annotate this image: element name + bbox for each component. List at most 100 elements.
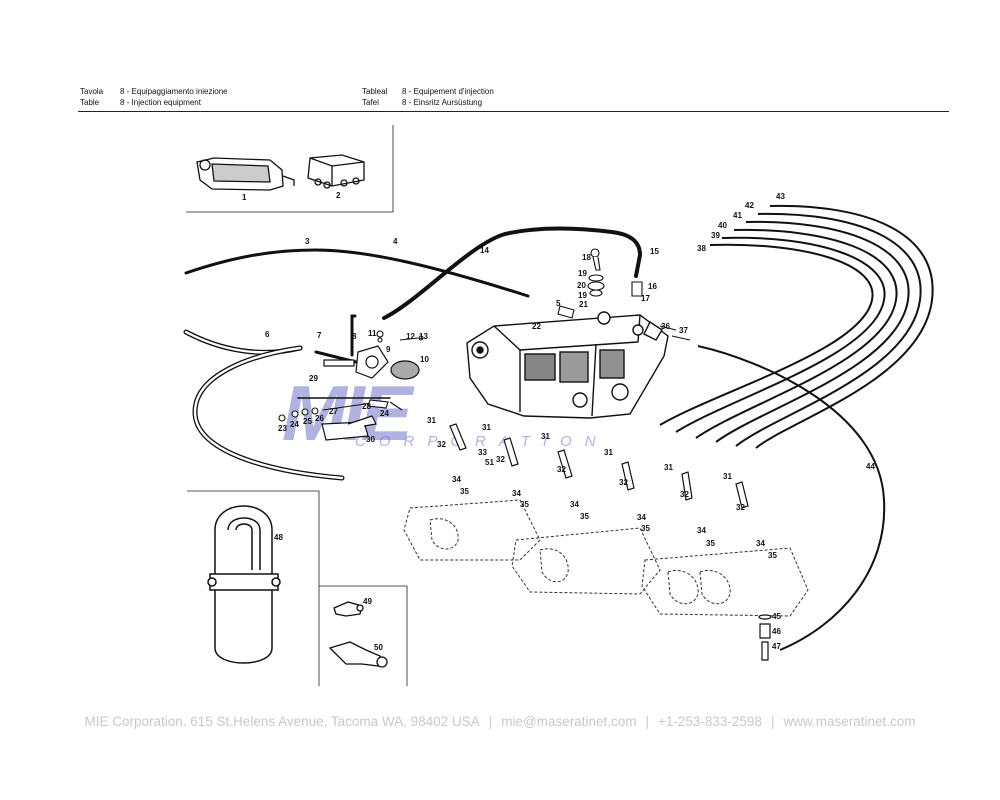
label-11: 11 bbox=[368, 329, 377, 338]
injectors bbox=[449, 423, 749, 509]
footer-company: MIE Corporation. 615 St.Helens Avenue, T… bbox=[84, 714, 480, 729]
label-34d: 34 bbox=[637, 513, 646, 522]
label-4: 4 bbox=[393, 237, 398, 246]
footer: MIE Corporation. 615 St.Helens Avenue, T… bbox=[0, 714, 1000, 729]
label-47: 47 bbox=[772, 642, 781, 651]
switch-unit bbox=[307, 154, 365, 189]
intake-manifolds bbox=[403, 499, 809, 617]
label-31e: 31 bbox=[664, 463, 673, 472]
label-39: 39 bbox=[711, 231, 720, 240]
header-row-1-left: Tavola 8 - Equipaggiamento iniezione bbox=[80, 87, 228, 97]
bracket bbox=[321, 415, 377, 441]
label-1: 1 bbox=[242, 193, 247, 202]
label-46: 46 bbox=[772, 627, 781, 636]
label-26: 26 bbox=[315, 414, 324, 423]
label-35c: 35 bbox=[580, 512, 589, 521]
label-19a: 19 bbox=[578, 269, 587, 278]
label-12: 12 bbox=[406, 332, 415, 341]
part-number-labels: 1 2 3 4 5 6 7 8 9 10 11 12 13 14 15 16 1… bbox=[242, 191, 875, 652]
label-32a: 32 bbox=[437, 440, 446, 449]
label-2: 2 bbox=[336, 191, 341, 200]
label-35b: 35 bbox=[520, 500, 529, 509]
label-34b: 34 bbox=[512, 489, 521, 498]
check-valve-parts bbox=[758, 614, 772, 661]
label-31d: 31 bbox=[604, 448, 613, 457]
label-38: 38 bbox=[697, 244, 706, 253]
label-16: 16 bbox=[648, 282, 657, 291]
label-32c: 32 bbox=[557, 465, 566, 474]
header-row-2-right: Tafel 8 - Einsritz Aursüstung bbox=[362, 98, 482, 108]
relay-unit bbox=[196, 157, 295, 191]
hoses bbox=[183, 226, 643, 481]
label-32b: 32 bbox=[496, 455, 505, 464]
label-8: 8 bbox=[352, 332, 357, 341]
header-label-table: Table bbox=[80, 98, 100, 107]
inset-frames bbox=[186, 125, 408, 686]
label-49: 49 bbox=[363, 597, 372, 606]
label-35d: 35 bbox=[641, 524, 650, 533]
footer-separator: | bbox=[770, 714, 775, 729]
label-30: 30 bbox=[366, 435, 375, 444]
footer-separator: | bbox=[645, 714, 649, 729]
label-34f: 34 bbox=[756, 539, 765, 548]
header-text-tableal: 8 - Equipement d'injection bbox=[402, 87, 494, 96]
label-22: 22 bbox=[532, 322, 541, 331]
label-50: 50 bbox=[374, 643, 383, 652]
label-34e: 34 bbox=[697, 526, 706, 535]
label-21: 21 bbox=[579, 300, 588, 309]
label-3: 3 bbox=[305, 237, 310, 246]
label-44: 44 bbox=[866, 462, 875, 471]
label-5: 5 bbox=[556, 299, 561, 308]
label-18: 18 bbox=[582, 253, 591, 262]
injection-pump bbox=[466, 311, 669, 419]
label-31f: 31 bbox=[723, 472, 732, 481]
header-label-tavola: Tavola bbox=[80, 87, 104, 96]
label-15: 15 bbox=[650, 247, 659, 256]
label-28: 28 bbox=[362, 402, 371, 411]
header-rule bbox=[78, 111, 949, 112]
label-42: 42 bbox=[745, 201, 754, 210]
label-36: 36 bbox=[661, 322, 670, 331]
label-43: 43 bbox=[776, 192, 785, 201]
flange-and-filter bbox=[323, 345, 420, 380]
label-34a: 34 bbox=[452, 475, 461, 484]
label-17: 17 bbox=[641, 294, 650, 303]
label-23: 23 bbox=[278, 424, 287, 433]
label-13: 13 bbox=[419, 332, 428, 341]
footer-email-link[interactable]: mie@maseratinet.com bbox=[501, 714, 637, 729]
label-32d: 32 bbox=[619, 478, 628, 487]
label-35e: 35 bbox=[706, 539, 715, 548]
label-10: 10 bbox=[420, 355, 429, 364]
label-31b: 31 bbox=[482, 423, 491, 432]
header-text-tavola: 8 - Equipaggiamento iniezione bbox=[120, 87, 228, 96]
label-20: 20 bbox=[577, 281, 586, 290]
label-27: 27 bbox=[329, 407, 338, 416]
footer-website-link[interactable]: www.maseratinet.com bbox=[783, 714, 916, 729]
label-25: 25 bbox=[303, 417, 312, 426]
filter-canister bbox=[207, 505, 281, 664]
label-35a: 35 bbox=[460, 487, 469, 496]
label-32e: 32 bbox=[680, 490, 689, 499]
label-24b: 24 bbox=[380, 409, 389, 418]
label-31a: 31 bbox=[427, 416, 436, 425]
label-29: 29 bbox=[309, 374, 318, 383]
label-7: 7 bbox=[317, 331, 322, 340]
label-6: 6 bbox=[265, 330, 270, 339]
watermark: MIE CORPORATION bbox=[282, 369, 609, 457]
header-label-tafel: Tafel bbox=[362, 98, 379, 107]
label-41: 41 bbox=[733, 211, 742, 220]
header-text-tafel: 8 - Einsritz Aursüstung bbox=[402, 98, 483, 107]
watermark-subtitle: CORPORATION bbox=[355, 433, 609, 450]
label-31c: 31 bbox=[541, 432, 550, 441]
label-45: 45 bbox=[772, 612, 781, 621]
label-40: 40 bbox=[718, 221, 727, 230]
label-35f: 35 bbox=[768, 551, 777, 560]
label-14: 14 bbox=[480, 246, 489, 255]
small-fittings bbox=[278, 248, 691, 422]
label-24a: 24 bbox=[290, 420, 299, 429]
label-32f: 32 bbox=[736, 503, 745, 512]
injection-pipes bbox=[659, 204, 934, 651]
